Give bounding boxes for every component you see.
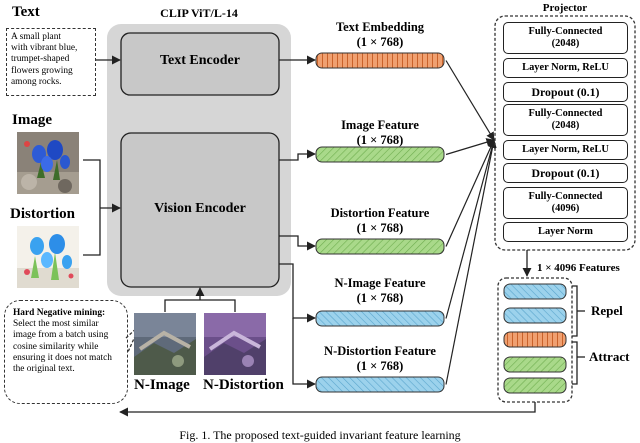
text-heading: Text bbox=[12, 4, 40, 20]
projector-title: Projector bbox=[542, 2, 588, 14]
image-feature-arrow bbox=[279, 149, 316, 161]
feature-name: N-Distortion Feature bbox=[324, 344, 436, 358]
n-image-feature-arrow bbox=[279, 263, 316, 323]
projector-layer-6: Dropout (0.1) bbox=[503, 163, 628, 183]
projector-layer-4: Fully-Connected (2048) bbox=[503, 104, 628, 136]
vision-encoder-box bbox=[120, 132, 280, 288]
feature-dim: (1 × 768) bbox=[356, 35, 404, 49]
projector-arrows bbox=[445, 60, 497, 385]
distortion-connector bbox=[83, 208, 101, 256]
feature-name: Image Feature bbox=[341, 118, 419, 132]
feature-name: N-Image Feature bbox=[334, 276, 426, 290]
feature-label-5: N-Distortion Feature(1 × 768) bbox=[296, 344, 464, 374]
n-image-label: N-Image bbox=[134, 377, 190, 393]
image-thumbnail bbox=[17, 132, 79, 194]
stack-feature-1 bbox=[503, 283, 567, 300]
stack-feature-3 bbox=[503, 331, 567, 348]
distortion-heading: Distortion bbox=[10, 206, 75, 222]
feature-name: Distortion Feature bbox=[330, 206, 430, 220]
figure-caption: Fig. 1. The proposed text-guided invaria… bbox=[179, 428, 461, 442]
feature-bars bbox=[315, 52, 445, 393]
stack-feature-4 bbox=[503, 356, 567, 373]
projector-container bbox=[494, 15, 636, 251]
projector-layer-7: Fully-Connected (4096) bbox=[503, 187, 628, 219]
projector-layer-1: Fully-Connected (2048) bbox=[503, 22, 628, 54]
attract-bracket bbox=[572, 341, 578, 385]
distortion-feature-arrow bbox=[279, 235, 316, 251]
feature-dim: (1 × 768) bbox=[356, 221, 404, 235]
n-distortion-thumbnail bbox=[204, 313, 266, 375]
feature-stack-container bbox=[497, 277, 573, 403]
stack-feature-2 bbox=[503, 307, 567, 324]
feature-bar-2 bbox=[315, 146, 445, 163]
projector-arrow-3 bbox=[445, 139, 495, 247]
image-connector bbox=[83, 159, 101, 208]
feature-label-1: Text Embedding(1 × 768) bbox=[296, 20, 464, 50]
feature-dim: (1 × 768) bbox=[356, 133, 404, 147]
feature-bar-5 bbox=[315, 376, 445, 393]
projector-layer-2: Layer Norm, ReLU bbox=[503, 58, 628, 78]
feature-bar-3 bbox=[315, 238, 445, 255]
feature-stack bbox=[503, 283, 567, 394]
repel-label: Repel bbox=[591, 303, 623, 318]
projector-layer-5: Layer Norm, ReLU bbox=[503, 140, 628, 160]
text-prompt-box: A small plant with vibrant blue, trumpet… bbox=[6, 28, 96, 96]
image-heading: Image bbox=[12, 112, 52, 128]
feature-name: Text Embedding bbox=[335, 20, 425, 34]
clip-title: CLIP ViT/L-14 bbox=[160, 6, 238, 20]
stack-feature-5 bbox=[503, 377, 567, 394]
distortion-thumbnail bbox=[17, 226, 79, 288]
projector-layer-8: Layer Norm bbox=[503, 222, 628, 242]
n-distortion-feature-arrow bbox=[292, 318, 316, 389]
projector-arrow-4 bbox=[445, 139, 497, 319]
features-label: 1 × 4096 Features bbox=[537, 262, 620, 274]
feature-bar-4 bbox=[315, 310, 445, 327]
hard-negative-body: Select the most similar image from a bat… bbox=[13, 319, 112, 375]
hard-negative-note: Hard Negative mining: Select the most si… bbox=[4, 300, 128, 404]
n-image-thumbnail bbox=[134, 313, 196, 375]
feature-bar-1 bbox=[315, 52, 445, 69]
feature-label-4: N-Image Feature(1 × 768) bbox=[296, 276, 464, 306]
attract-label: Attract bbox=[589, 349, 630, 364]
n-distortion-label: N-Distortion bbox=[203, 377, 284, 393]
projector-layer-3: Dropout (0.1) bbox=[503, 82, 628, 102]
repel-bracket bbox=[572, 285, 578, 337]
hard-negative-title: Hard Negative mining: bbox=[13, 308, 106, 318]
feature-dim: (1 × 768) bbox=[356, 359, 404, 373]
feature-label-2: Image Feature(1 × 768) bbox=[296, 118, 464, 148]
vision-encoder-label: Vision Encoder bbox=[154, 201, 246, 216]
projector-arrow-1 bbox=[445, 60, 495, 141]
feature-dim: (1 × 768) bbox=[356, 291, 404, 305]
n-image-connector bbox=[164, 299, 236, 312]
feedback-arrow bbox=[119, 402, 536, 417]
feature-label-3: Distortion Feature(1 × 768) bbox=[296, 206, 464, 236]
projector-arrow-2 bbox=[445, 138, 495, 156]
text-encoder-box bbox=[120, 32, 280, 96]
projector-arrow-5 bbox=[445, 139, 497, 385]
text-encoder-label: Text Encoder bbox=[160, 53, 240, 68]
